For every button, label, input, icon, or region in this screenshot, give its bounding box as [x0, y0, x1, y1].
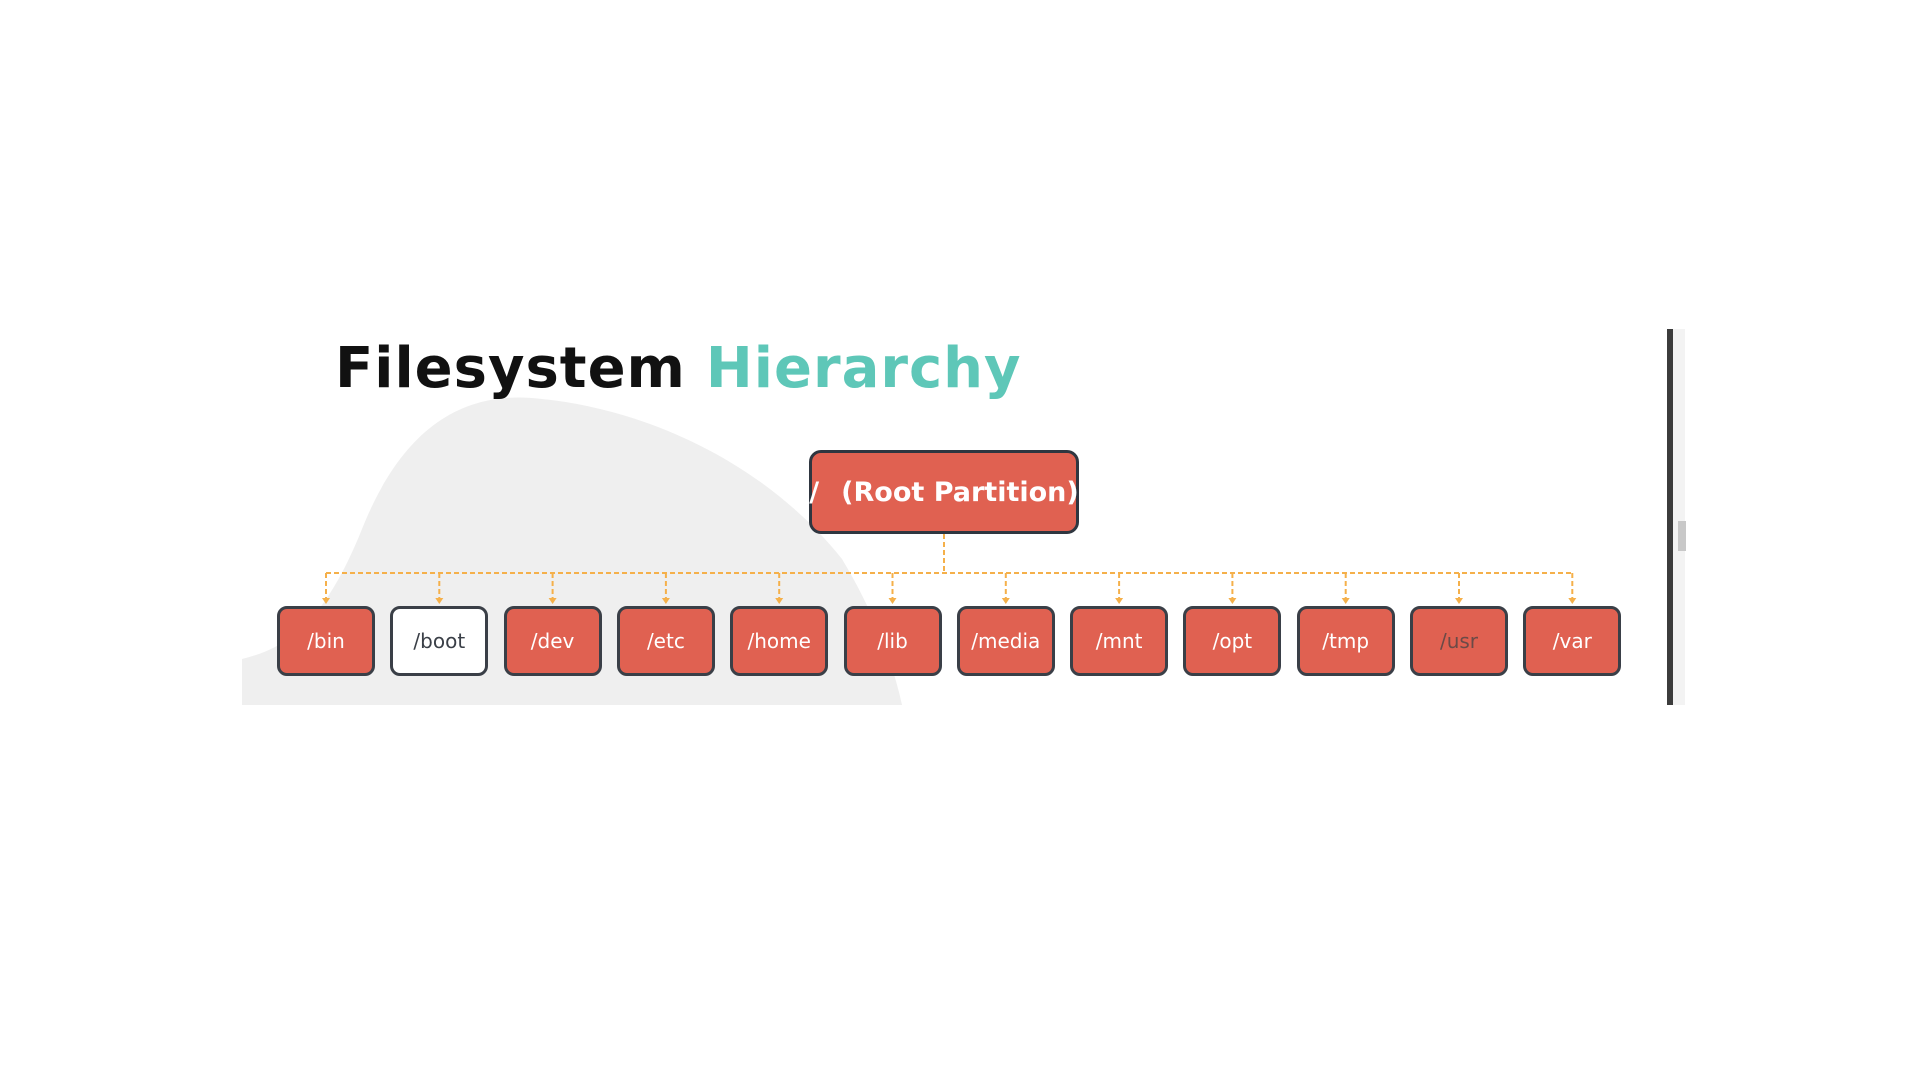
root-partition-node[interactable]: / (Root Partition) — [809, 450, 1079, 534]
scrollbar-thumb[interactable] — [1678, 521, 1686, 551]
directory-node[interactable]: /lib — [843, 606, 942, 676]
directory-node[interactable]: /home — [730, 606, 829, 676]
page-title: Filesystem Hierarchy — [335, 329, 1022, 409]
arrowhead-icon — [1228, 598, 1237, 604]
directory-node[interactable]: /mnt — [1070, 606, 1169, 676]
directory-node[interactable]: /media — [956, 606, 1055, 676]
arrowhead-icon — [888, 598, 897, 604]
diagram-slide: Filesystem Hierarchy / (Root Partition) /… — [242, 329, 1686, 705]
arrowhead-icon — [1568, 598, 1577, 604]
arrowhead-icon — [548, 598, 557, 604]
directory-node[interactable]: /var — [1523, 606, 1622, 676]
scrollbar-rail — [1667, 329, 1673, 705]
connector-lines — [322, 534, 1577, 604]
title-accent: Hierarchy — [705, 336, 1022, 401]
arrowhead-icon — [775, 598, 784, 604]
arrowhead-icon — [435, 598, 444, 604]
arrowhead-icon — [1115, 598, 1124, 604]
directory-node[interactable]: /tmp — [1296, 606, 1395, 676]
arrowhead-icon — [1341, 598, 1350, 604]
arrowhead-icon — [661, 598, 670, 604]
arrowhead-icon — [1001, 598, 1010, 604]
root-label: (Root Partition) — [841, 476, 1079, 508]
arrowhead-icon — [322, 598, 330, 604]
directory-node[interactable]: /bin — [277, 606, 375, 676]
directory-node[interactable]: /usr — [1410, 606, 1508, 676]
directory-node[interactable]: /etc — [616, 606, 715, 676]
directory-node[interactable]: /boot — [390, 606, 489, 676]
directory-node[interactable]: /dev — [503, 606, 602, 676]
directory-node[interactable]: /opt — [1183, 606, 1282, 676]
title-primary: Filesystem — [335, 336, 686, 401]
root-slash: / — [809, 476, 820, 508]
arrowhead-icon — [1455, 598, 1463, 604]
